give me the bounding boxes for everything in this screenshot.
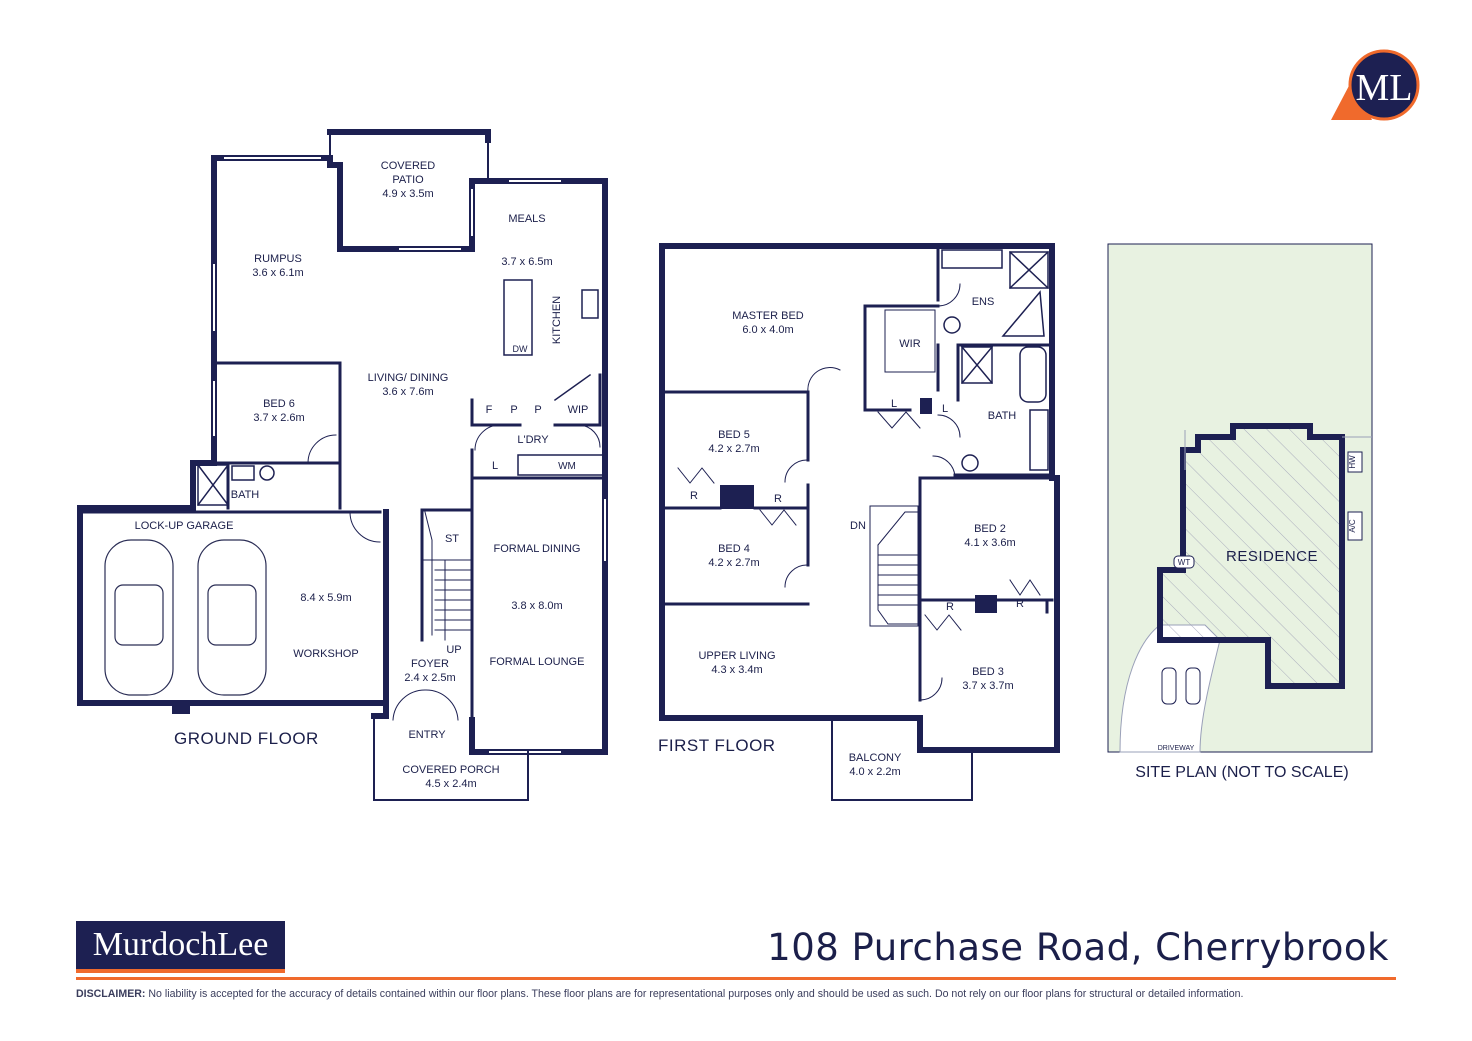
- ground-floor-labels: COVERED PATIO 4.9 x 3.5m MEALS 3.7 x 6.5…: [135, 160, 589, 790]
- svg-text:BED 3: BED 3: [972, 666, 1004, 678]
- svg-text:FORMAL DINING: FORMAL DINING: [494, 543, 581, 555]
- svg-text:4.1 x 3.6m: 4.1 x 3.6m: [964, 537, 1015, 549]
- svg-text:R: R: [774, 493, 782, 505]
- svg-text:BED 2: BED 2: [974, 523, 1006, 535]
- svg-text:WM: WM: [558, 461, 576, 472]
- disclaimer: DISCLAIMER: No liability is accepted for…: [76, 988, 1244, 1000]
- svg-text:BED 6: BED 6: [263, 398, 295, 410]
- svg-text:MEALS: MEALS: [508, 213, 545, 225]
- svg-text:BATH: BATH: [231, 489, 260, 501]
- svg-text:R: R: [690, 490, 698, 502]
- ground-floor-plan: [77, 129, 608, 801]
- svg-text:ENS: ENS: [972, 296, 995, 308]
- brand-name: MurdochLee: [92, 926, 269, 963]
- brand-logo: MurdochLee: [76, 921, 285, 973]
- svg-text:WORKSHOP: WORKSHOP: [293, 648, 358, 660]
- svg-text:FORMAL LOUNGE: FORMAL LOUNGE: [490, 656, 585, 668]
- svg-text:DN: DN: [850, 520, 866, 532]
- svg-text:3.6 x 6.1m: 3.6 x 6.1m: [252, 267, 303, 279]
- svg-text:L: L: [891, 398, 897, 410]
- svg-text:BATH: BATH: [988, 410, 1017, 422]
- first-floor-title: FIRST FLOOR: [658, 736, 776, 755]
- svg-text:UP: UP: [446, 644, 461, 656]
- svg-text:F: F: [486, 404, 493, 416]
- svg-text:HW: HW: [1348, 455, 1357, 469]
- svg-text:R: R: [1016, 598, 1024, 610]
- svg-text:WT: WT: [1178, 558, 1191, 567]
- svg-text:P: P: [510, 404, 517, 416]
- svg-text:LIVING/ DINING: LIVING/ DINING: [368, 372, 449, 384]
- svg-text:8.4 x 5.9m: 8.4 x 5.9m: [300, 592, 351, 604]
- site-plan: HW A/C WT DRIVEWAY RESIDENCE SITE PLAN (…: [1107, 243, 1373, 781]
- svg-text:WIR: WIR: [899, 338, 920, 350]
- ml-logo: ML: [1331, 49, 1420, 121]
- svg-text:A/C: A/C: [1348, 519, 1357, 533]
- first-floor-labels: MASTER BED 6.0 x 4.0m ENS WIR BED 5 4.2 …: [658, 296, 1024, 778]
- svg-text:4.2 x 2.7m: 4.2 x 2.7m: [708, 557, 759, 569]
- svg-text:COVERED PORCH: COVERED PORCH: [402, 764, 499, 776]
- svg-text:L: L: [492, 460, 498, 472]
- svg-text:P: P: [534, 404, 541, 416]
- svg-text:4.0 x 2.2m: 4.0 x 2.2m: [849, 766, 900, 778]
- svg-text:DW: DW: [513, 344, 528, 354]
- svg-text:COVERED: COVERED: [381, 160, 435, 172]
- svg-text:MASTER BED: MASTER BED: [732, 310, 804, 322]
- svg-text:3.8 x 8.0m: 3.8 x 8.0m: [511, 600, 562, 612]
- svg-text:UPPER LIVING: UPPER LIVING: [698, 650, 775, 662]
- svg-text:ENTRY: ENTRY: [408, 729, 446, 741]
- svg-text:6.0 x 4.0m: 6.0 x 4.0m: [742, 324, 793, 336]
- svg-text:4.9 x 3.5m: 4.9 x 3.5m: [382, 188, 433, 200]
- svg-text:L: L: [942, 403, 948, 415]
- disclaimer-text: No liability is accepted for the accurac…: [145, 988, 1244, 1000]
- svg-text:4.3 x 3.4m: 4.3 x 3.4m: [711, 664, 762, 676]
- svg-text:PATIO: PATIO: [392, 174, 424, 186]
- svg-text:3.7 x 6.5m: 3.7 x 6.5m: [501, 256, 552, 268]
- svg-text:ST: ST: [445, 533, 459, 545]
- disclaimer-label: DISCLAIMER:: [76, 988, 146, 1000]
- svg-text:BED 4: BED 4: [718, 543, 750, 555]
- svg-text:L'DRY: L'DRY: [517, 434, 549, 446]
- svg-text:DRIVEWAY: DRIVEWAY: [1158, 745, 1195, 752]
- svg-text:LOCK-UP GARAGE: LOCK-UP GARAGE: [135, 520, 234, 532]
- svg-text:KITCHEN: KITCHEN: [551, 296, 563, 344]
- site-plan-title: SITE PLAN (NOT TO SCALE): [1135, 764, 1348, 781]
- svg-text:RUMPUS: RUMPUS: [254, 253, 302, 265]
- svg-text:2.4 x 2.5m: 2.4 x 2.5m: [404, 672, 455, 684]
- svg-text:BED 5: BED 5: [718, 429, 750, 441]
- svg-text:4.2 x 2.7m: 4.2 x 2.7m: [708, 443, 759, 455]
- svg-text:4.5 x 2.4m: 4.5 x 2.4m: [425, 778, 476, 790]
- svg-text:3.6 x 7.6m: 3.6 x 7.6m: [382, 386, 433, 398]
- svg-text:R: R: [946, 601, 954, 613]
- first-floor-plan: [659, 243, 1060, 801]
- ground-floor-title: GROUND FLOOR: [174, 729, 319, 748]
- residence-label: RESIDENCE: [1226, 548, 1318, 565]
- svg-text:3.7 x 2.6m: 3.7 x 2.6m: [253, 412, 304, 424]
- svg-text:3.7 x 3.7m: 3.7 x 3.7m: [962, 680, 1013, 692]
- property-address: 108 Purchase Road, Cherrybrook: [767, 926, 1389, 969]
- svg-text:FOYER: FOYER: [411, 658, 449, 670]
- svg-text:WIP: WIP: [568, 404, 589, 416]
- svg-text:BALCONY: BALCONY: [849, 752, 902, 764]
- footer-divider: [76, 977, 1396, 980]
- logo-monogram: ML: [1356, 67, 1413, 109]
